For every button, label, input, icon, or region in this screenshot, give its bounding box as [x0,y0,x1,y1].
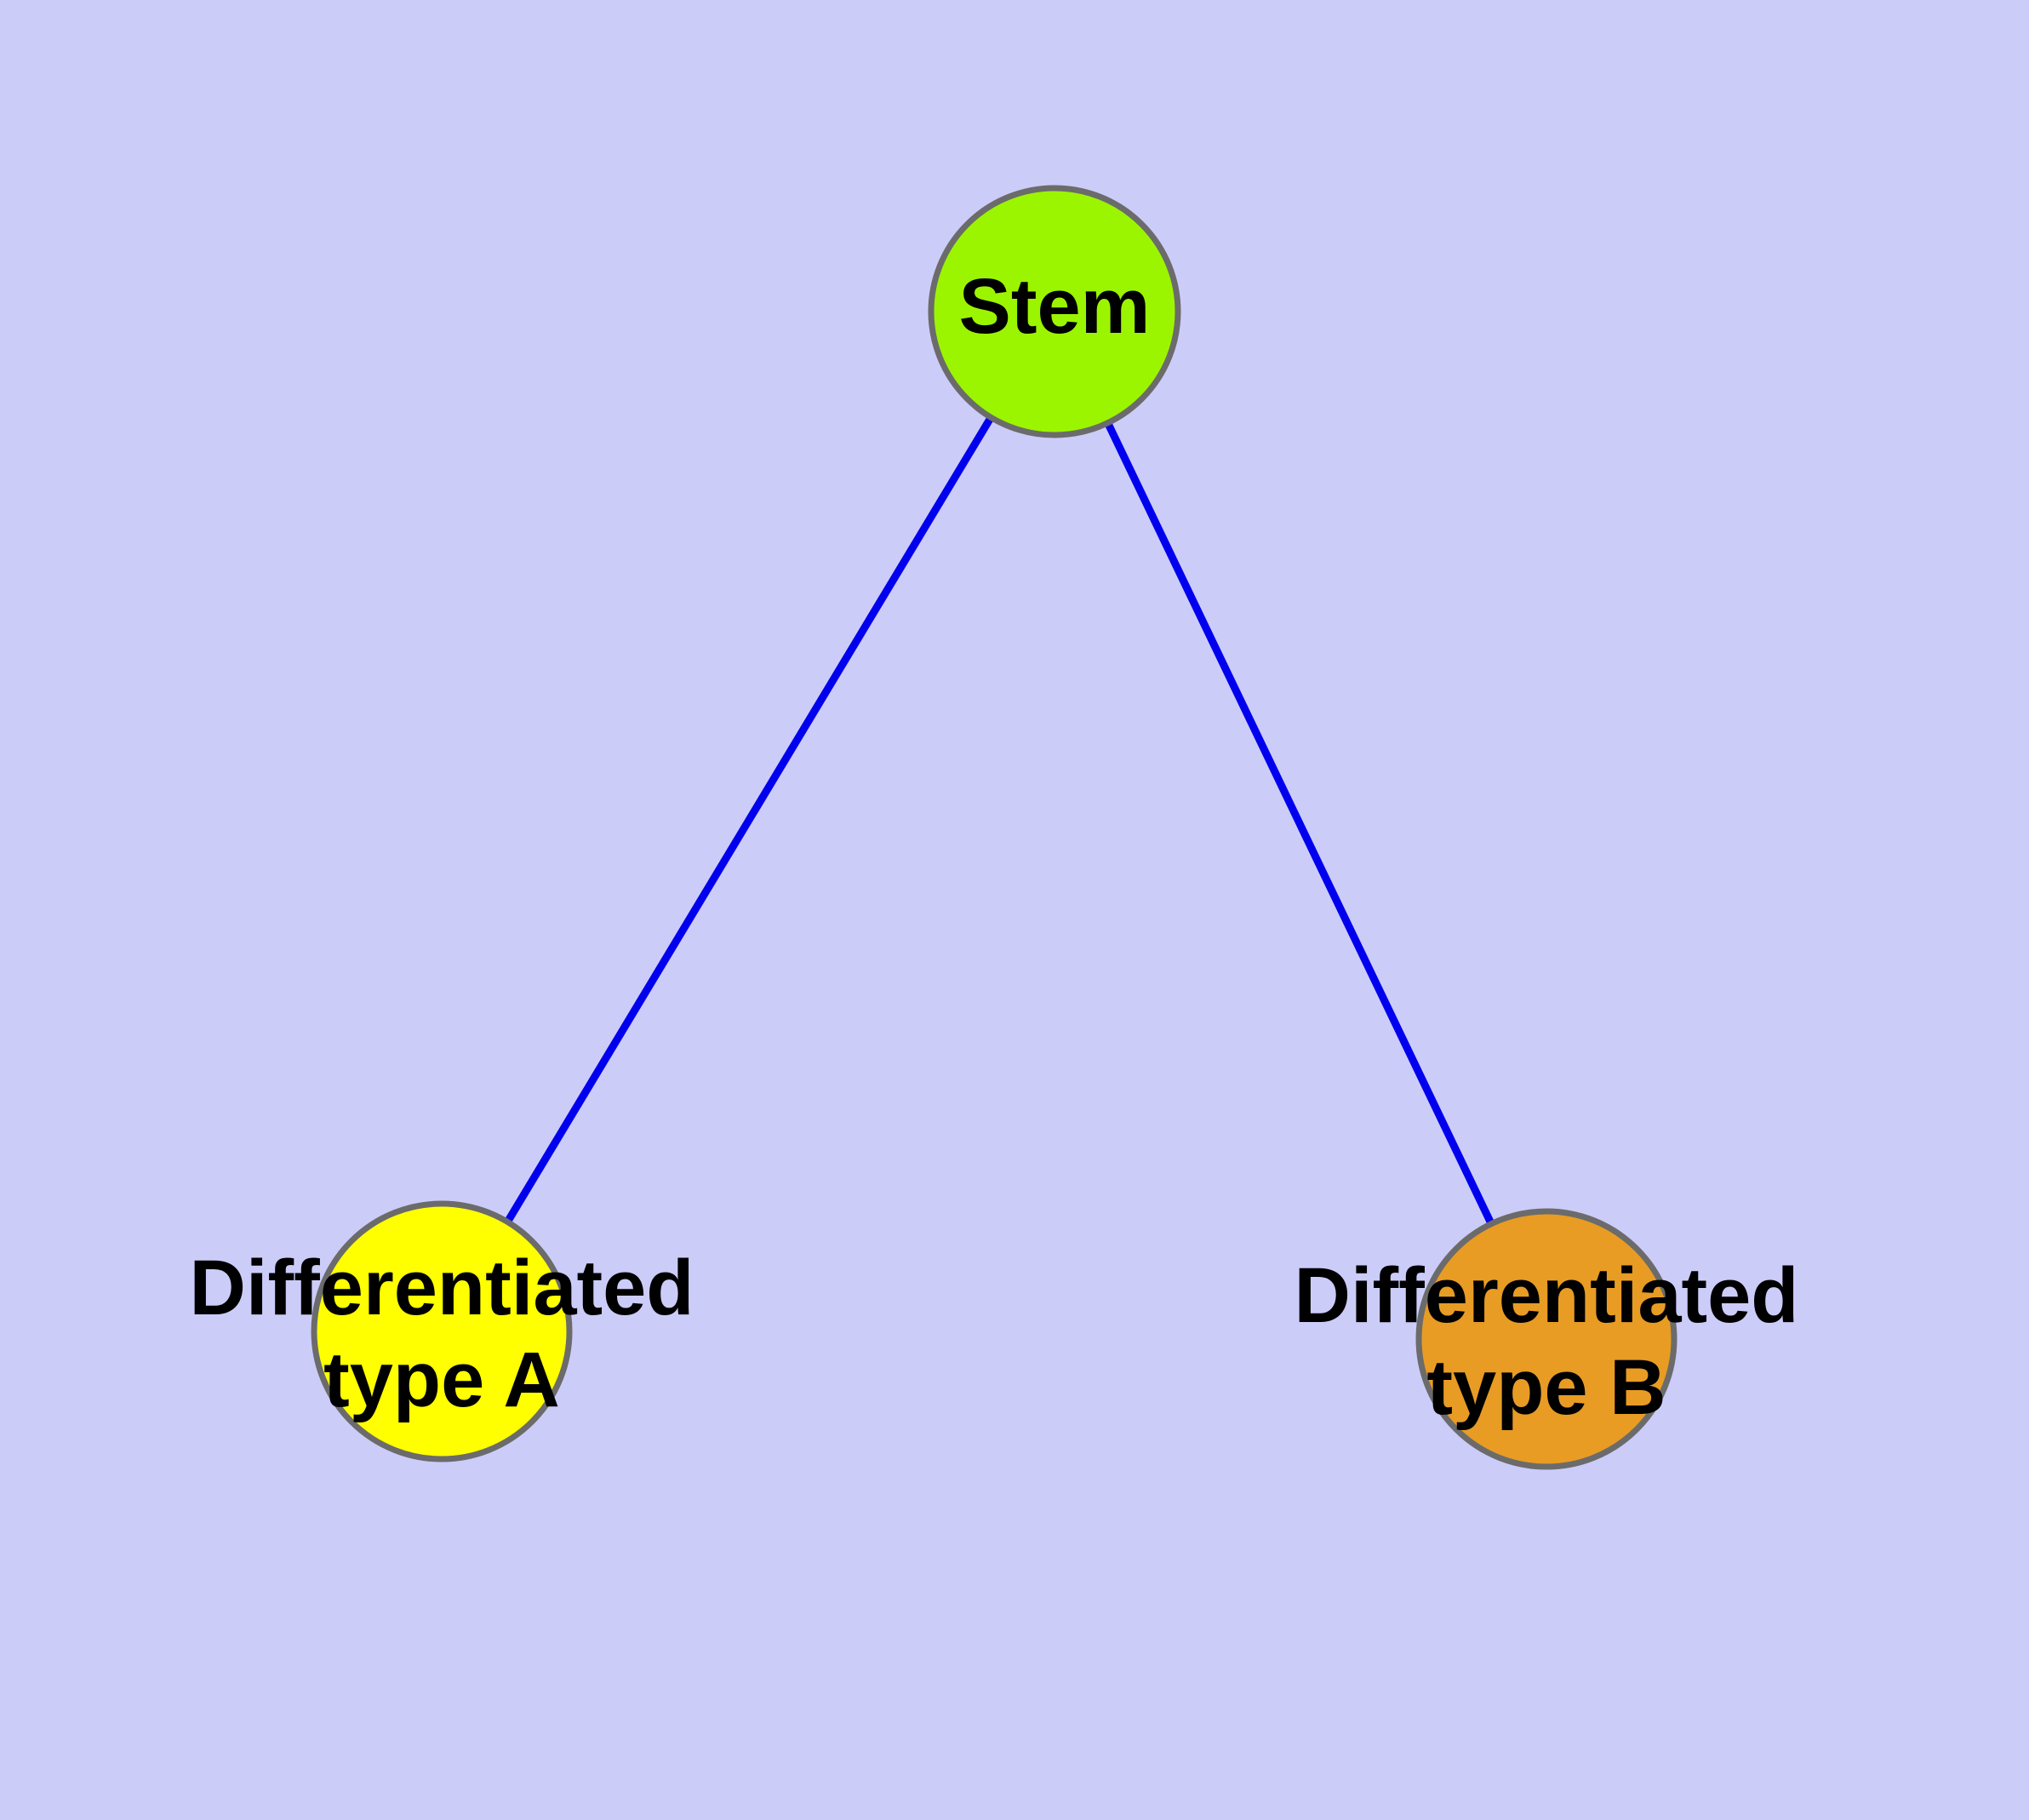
node-label-line: type A [323,1336,560,1423]
node-differentiated-type-a-circle[interactable] [311,1200,573,1462]
node-stem[interactable]: Stem [928,185,1181,438]
node-label-line: Differentiated [190,1245,694,1331]
edge-stem-to-differentiated-type-b[interactable] [1050,310,1551,1341]
node-stem-label: Stem [959,263,1151,350]
node-label-line: Stem [959,263,1151,350]
node-differentiated-type-b-circle[interactable] [1415,1208,1677,1470]
node-label-line: Differentiated [1295,1252,1799,1339]
node-stem-circle[interactable] [928,185,1181,438]
node-label-line: type B [1426,1344,1666,1431]
edges-layer [438,309,1551,1341]
edge-stem-to-differentiated-type-a[interactable] [438,309,1058,1334]
